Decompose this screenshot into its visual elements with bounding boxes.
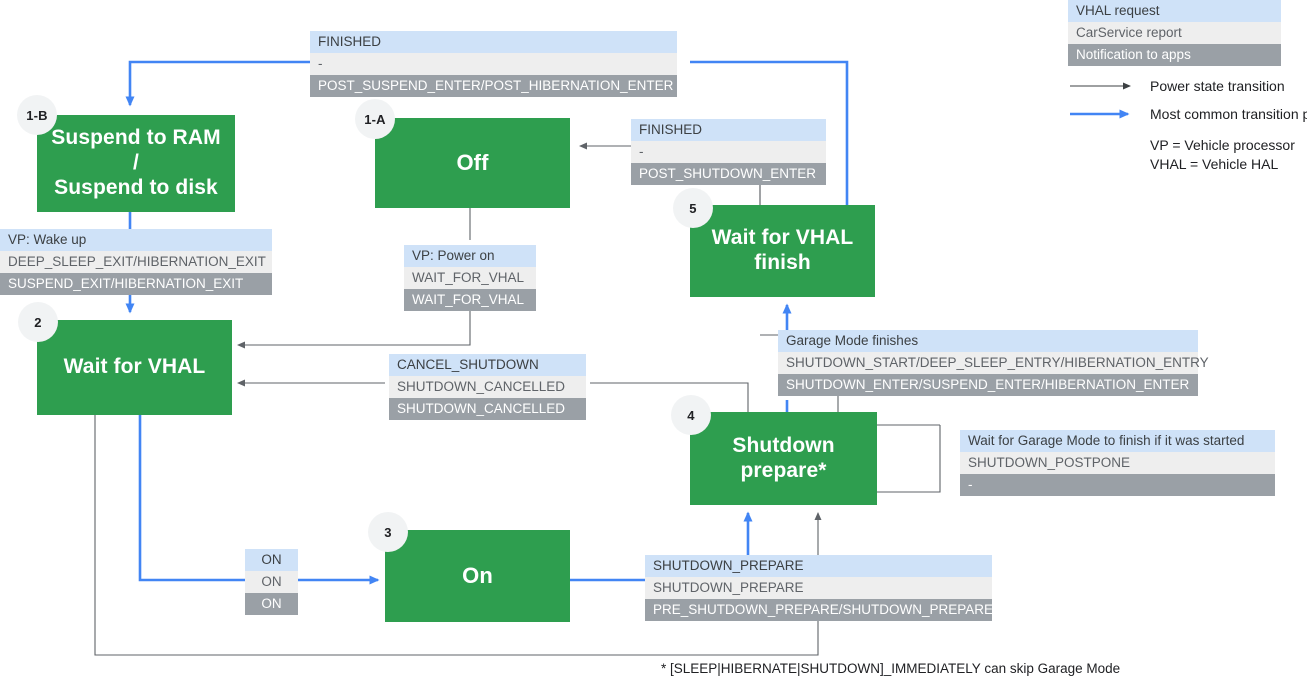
legend: VHAL request CarService report Notificat… [1068,0,1307,174]
state-badge-3: 3 [368,512,408,552]
state-suspend-to-ram-disk[interactable]: Suspend to RAM / Suspend to disk [37,115,235,212]
msg-carservice-report: ON [245,571,298,593]
message-post-shutdown-enter: FINISHED - POST_SHUTDOWN_ENTER [631,119,826,185]
msg-notification-to-apps: SHUTDOWN_CANCELLED [389,398,586,420]
legend-vhal-request: VHAL request [1068,0,1281,22]
badge-text: 3 [384,524,392,540]
state-label: Wait for VHAL [63,355,206,379]
legend-color-key: VHAL request CarService report Notificat… [1068,0,1281,66]
state-badge-5: 5 [673,188,713,228]
message-cancel-shutdown: CANCEL_SHUTDOWN SHUTDOWN_CANCELLED SHUTD… [389,354,586,420]
badge-text: 4 [687,407,695,423]
msg-notification-to-apps: SHUTDOWN_ENTER/SUSPEND_ENTER/HIBERNATION… [778,374,1198,396]
badge-text: 5 [689,200,697,216]
state-label: Shutdown prepare* [732,433,835,482]
legend-most-common-transition: Most common transition path [1068,106,1307,122]
state-off[interactable]: Off [375,118,570,208]
legend-carservice-report: CarService report [1068,22,1281,44]
message-power-on: VP: Power on WAIT_FOR_VHAL WAIT_FOR_VHAL [404,245,536,311]
msg-vhal-request: SHUTDOWN_PREPARE [645,555,992,577]
state-label: Suspend to RAM / Suspend to disk [51,126,221,199]
msg-notification-to-apps: POST_SUSPEND_ENTER/POST_HIBERNATION_ENTE… [310,75,677,97]
state-badge-2: 2 [18,302,58,342]
msg-vhal-request: FINISHED [631,119,826,141]
msg-vhal-request: ON [245,549,298,571]
legend-most-common-transition-label: Most common transition path [1150,106,1307,122]
msg-carservice-report: - [310,53,677,75]
msg-notification-to-apps: WAIT_FOR_VHAL [404,289,536,311]
state-on[interactable]: On [385,530,570,622]
legend-abbreviations: VP = Vehicle processor VHAL = Vehicle HA… [1150,136,1307,174]
message-post-suspend-enter: FINISHED - POST_SUSPEND_ENTER/POST_HIBER… [310,31,677,97]
msg-carservice-report: SHUTDOWN_POSTPONE [960,452,1275,474]
msg-notification-to-apps: SUSPEND_EXIT/HIBERNATION_EXIT [0,273,272,295]
legend-abbrev-vhal: VHAL = Vehicle HAL [1150,155,1279,172]
footnote: * [SLEEP|HIBERNATE|SHUTDOWN]_IMMEDIATELY… [661,661,1121,676]
legend-power-state-transition-label: Power state transition [1150,78,1285,94]
state-badge-4: 4 [671,395,711,435]
msg-carservice-report: WAIT_FOR_VHAL [404,267,536,289]
message-wake-up: VP: Wake up DEEP_SLEEP_EXIT/HIBERNATION_… [0,229,272,295]
message-shutdown-postpone: Wait for Garage Mode to finish if it was… [960,430,1275,496]
legend-power-state-transition: Power state transition [1068,78,1307,94]
state-badge-1a: 1-A [355,99,395,139]
legend-notification-to-apps: Notification to apps [1068,44,1281,66]
gray-arrow-icon [1070,82,1131,90]
state-wait-for-vhal-finish[interactable]: Wait for VHAL finish [690,205,875,297]
message-shutdown-prepare: SHUTDOWN_PREPARE SHUTDOWN_PREPARE PRE_SH… [645,555,993,621]
message-garage-mode-finishes: Garage Mode finishes SHUTDOWN_START/DEEP… [778,330,1209,396]
legend-abbrev-vp: VP = Vehicle processor [1150,137,1295,153]
state-shutdown-prepare[interactable]: Shutdown prepare* [690,412,877,505]
msg-notification-to-apps: PRE_SHUTDOWN_PREPARE/SHUTDOWN_PREPARE [645,599,993,621]
state-wait-for-vhal[interactable]: Wait for VHAL [37,320,232,415]
badge-text: 1-B [26,107,48,123]
msg-vhal-request: Wait for Garage Mode to finish if it was… [960,430,1275,452]
badge-text: 2 [34,314,42,330]
msg-notification-to-apps: ON [245,593,298,615]
msg-carservice-report: DEEP_SLEEP_EXIT/HIBERNATION_EXIT [0,251,272,273]
msg-vhal-request: FINISHED [310,31,677,53]
badge-text: 1-A [364,111,386,127]
msg-vhal-request: VP: Power on [404,245,536,267]
msg-vhal-request: VP: Wake up [0,229,272,251]
msg-vhal-request: CANCEL_SHUTDOWN [389,354,586,376]
msg-notification-to-apps: - [960,474,1275,496]
msg-carservice-report: SHUTDOWN_START/DEEP_SLEEP_ENTRY/HIBERNAT… [778,352,1209,374]
msg-carservice-report: - [631,141,826,163]
msg-carservice-report: SHUTDOWN_CANCELLED [389,376,586,398]
message-on: ON ON ON [245,549,298,615]
state-label: On [462,563,493,589]
blue-arrow-icon [1070,109,1130,119]
msg-notification-to-apps: POST_SHUTDOWN_ENTER [631,163,826,185]
state-badge-1b: 1-B [17,95,57,135]
msg-carservice-report: SHUTDOWN_PREPARE [645,577,992,599]
msg-vhal-request: Garage Mode finishes [778,330,1198,352]
state-label: Wait for VHAL finish [711,226,854,274]
state-label: Off [456,150,489,176]
